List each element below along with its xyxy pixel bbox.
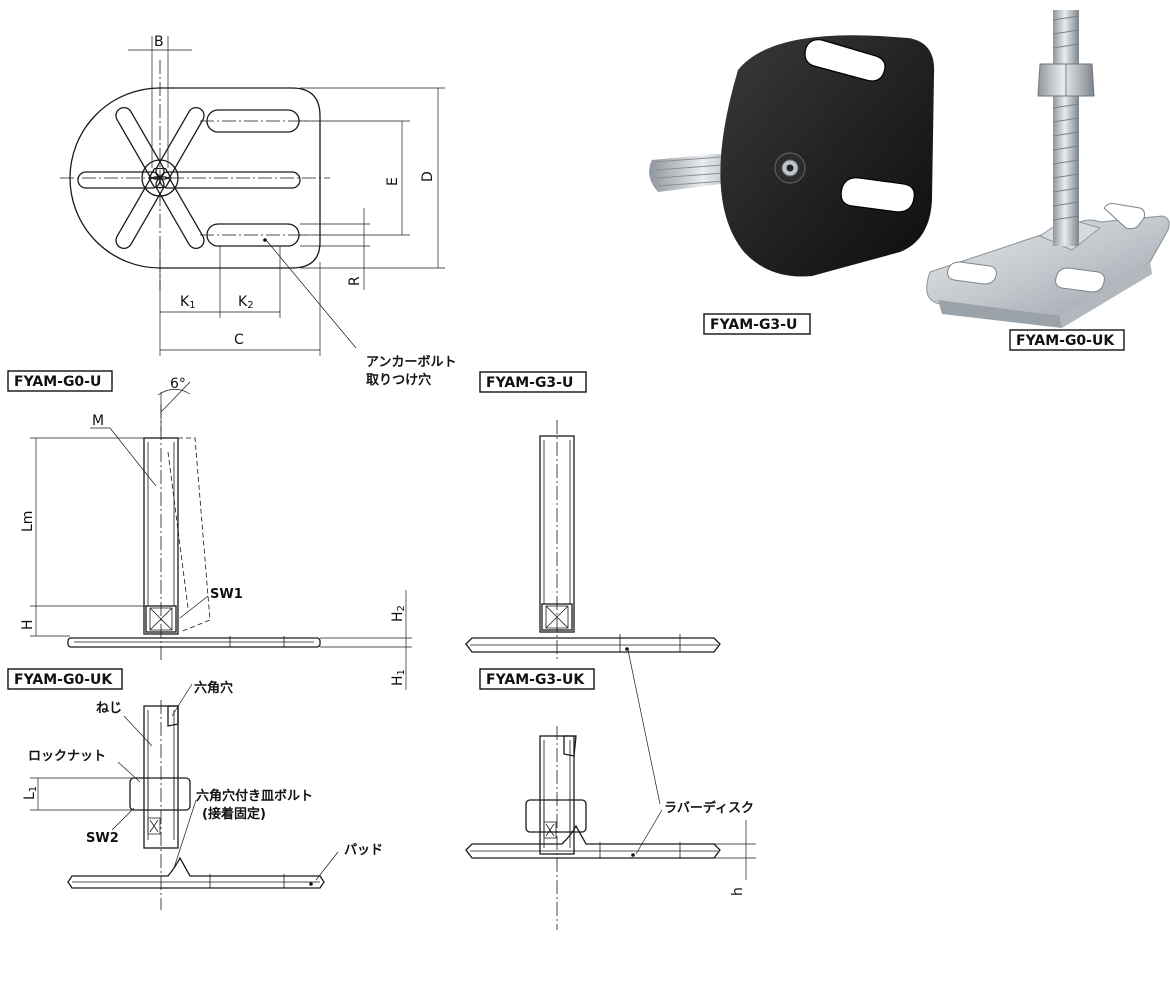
tag-g3uk: FYAM-G3-UK [486,672,585,688]
callout-rubber-disc: ラバーディスク [664,800,754,816]
dim-B: B [154,34,164,50]
side-view-g3u [465,420,721,660]
base-plate-outline [69,87,321,269]
side-view-g3uk: h ラバーディスク [465,649,756,930]
callout-anchor-line2: 取りつけ穴 [366,372,431,388]
side-view-g0uk: 六角穴 ねじ ロックナット L1 SW2 六角穴付き皿ボルト (接着固定) パッ… [22,680,383,910]
g0u-base [67,637,321,648]
dim-L1: L1 [22,786,39,800]
dim-D: D [420,171,436,182]
callout-flat-bolt-line2: (接着固定) [202,806,266,822]
dim-h: h [730,887,746,896]
g3u-base [465,637,721,653]
dim-E: E [385,177,401,186]
tag-photo-left: FYAM-G3-U [710,317,797,333]
g0uk-base [67,856,325,889]
dim-H1: H1 [390,669,407,686]
product-photos [649,10,1170,328]
g0uk-lock-nut [129,777,191,811]
photo-g3u [649,35,935,277]
callout-hex-hole: 六角穴 [194,680,233,696]
side-view-g0u: 6° M Lm H SW1 H2 H1 [20,376,412,690]
tag-g3u: FYAM-G3-U [486,375,573,391]
tag-g0u: FYAM-G0-U [14,374,101,390]
dim-H: H [20,619,36,630]
tag-g0uk: FYAM-G0-UK [14,672,113,688]
callout-screw: ねじ [96,701,122,716]
callout-flat-bolt-line1: 六角穴付き皿ボルト [196,788,313,804]
dim-H2: H2 [390,605,407,622]
dim-K1: K1 [180,294,196,311]
plan-view: B D E R K1 K2 C アンカーボルト 取りつけ穴 [60,34,456,388]
callout-lock-nut: ロックナット [28,749,106,764]
dim-R: R [347,276,363,286]
dim-C: C [234,332,244,348]
dim-M: M [92,413,104,429]
g3uk-base [465,824,721,859]
photo-g0uk [926,10,1170,328]
tag-photo-right: FYAM-G0-UK [1016,333,1115,349]
label-SW1: SW1 [210,587,243,602]
label-SW2: SW2 [86,831,119,846]
callout-anchor-line1: アンカーボルト [366,354,456,370]
dim-Lm: Lm [20,511,36,532]
model-tags: FYAM-G0-U FYAM-G3-U FYAM-G0-UK FYAM-G3-U… [7,313,1125,690]
dim-K2: K2 [238,294,254,311]
callout-pad: パッド [344,843,383,858]
dim-angle: 6° [170,376,186,392]
